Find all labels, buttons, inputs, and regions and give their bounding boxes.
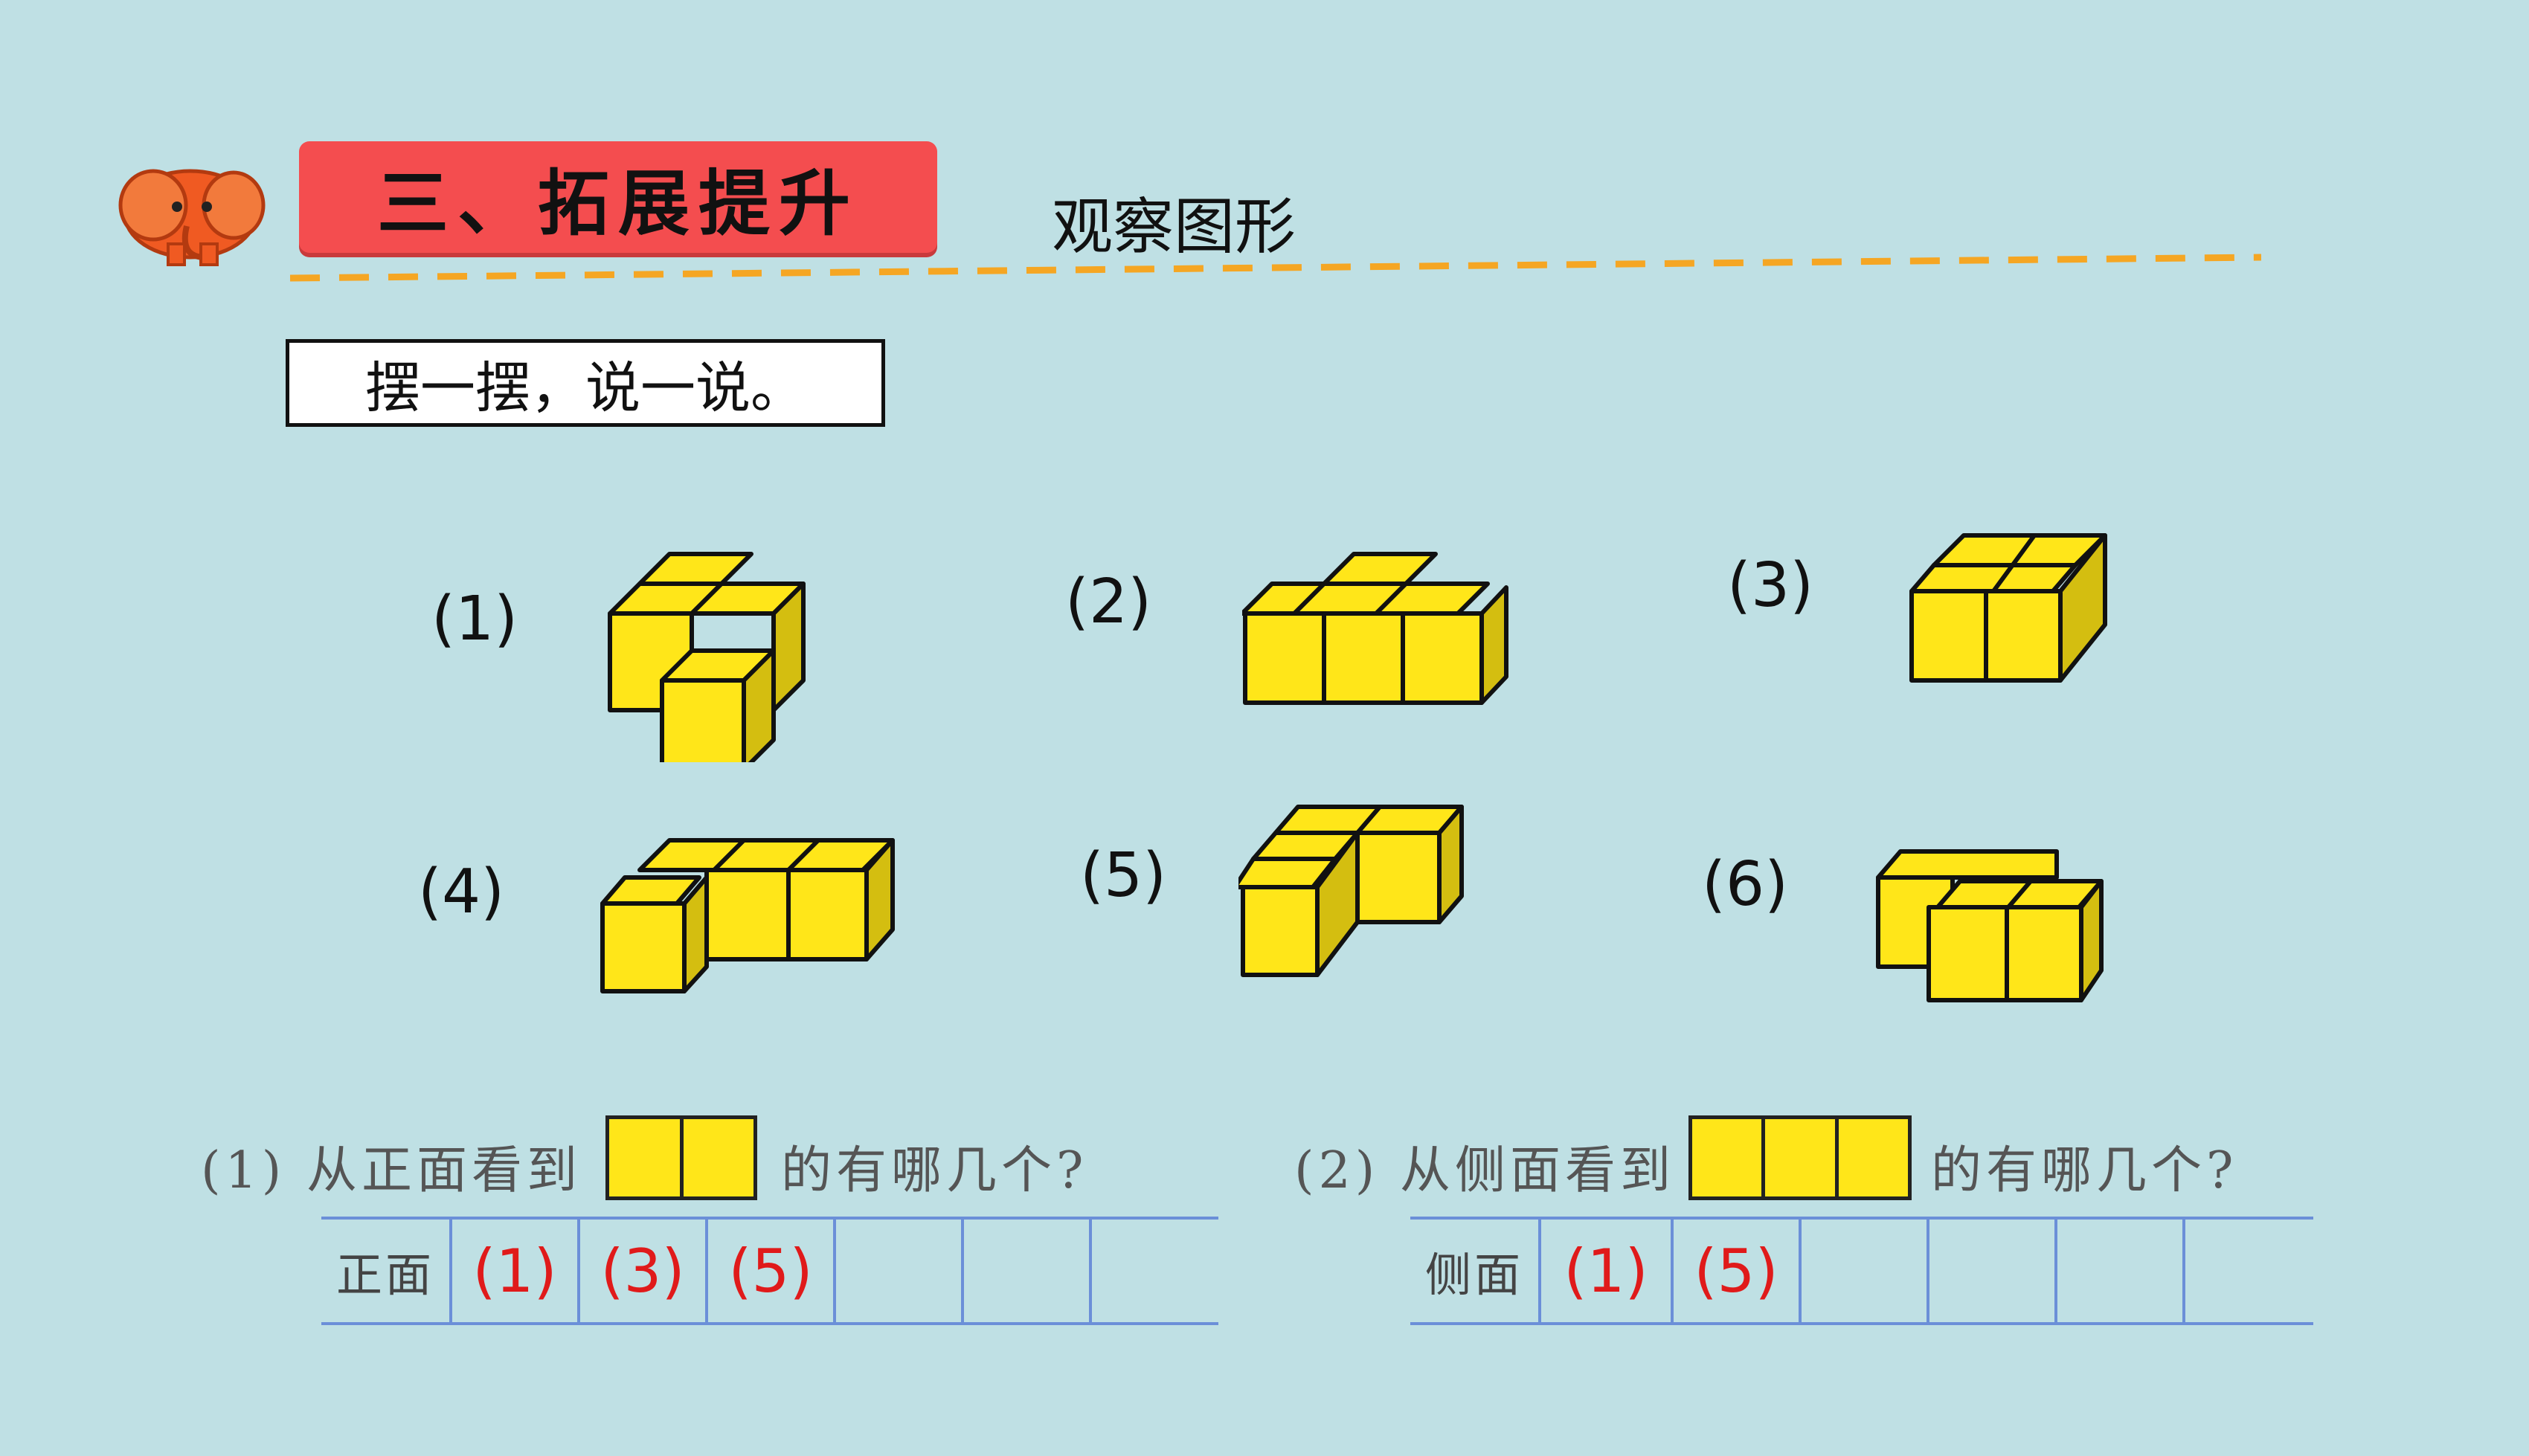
cube-figure-4 bbox=[600, 838, 895, 993]
answer-cell[interactable] bbox=[836, 1220, 964, 1322]
answer-table-1: 正面 (1) (3) (5) bbox=[321, 1217, 1218, 1325]
answer-table-2-header: 侧面 bbox=[1410, 1220, 1541, 1322]
dashed-divider bbox=[290, 254, 2261, 282]
answer-cell[interactable] bbox=[1092, 1220, 1218, 1322]
instruction-box: 摆一摆，说一说。 bbox=[286, 339, 885, 427]
question-1-prefix: (1) 从正面看到 bbox=[201, 1141, 582, 1200]
answer-table-1-header: 正面 bbox=[321, 1220, 452, 1322]
shape-cell bbox=[1765, 1119, 1839, 1196]
answer-cell[interactable]: (1) bbox=[1541, 1220, 1674, 1322]
figure-label-4: (4) bbox=[418, 857, 505, 927]
cube-figure-1 bbox=[608, 552, 806, 762]
answer-cell[interactable] bbox=[2057, 1220, 2185, 1322]
section-title-banner: 三、拓展提升 bbox=[299, 141, 937, 253]
elephant-logo-icon bbox=[118, 169, 266, 266]
figure-label-5: (5) bbox=[1080, 840, 1167, 911]
shape-cell bbox=[609, 1119, 684, 1196]
answer-cell[interactable] bbox=[1802, 1220, 1929, 1322]
shape-cell bbox=[1839, 1119, 1908, 1196]
question-2-prefix: (2) 从侧面看到 bbox=[1294, 1141, 1675, 1200]
figure-label-1: (1) bbox=[431, 584, 518, 654]
figure-label-2: (2) bbox=[1065, 567, 1152, 637]
question-1-suffix: 的有哪几个? bbox=[781, 1141, 1088, 1200]
shape-cell bbox=[1692, 1119, 1766, 1196]
figure-label-6: (6) bbox=[1702, 849, 1789, 920]
answer-cell[interactable] bbox=[1929, 1220, 2057, 1322]
shape-cell bbox=[684, 1119, 754, 1196]
section-subtitle: 观察图形 bbox=[1052, 192, 1296, 262]
answer-cell[interactable]: (5) bbox=[1674, 1220, 1802, 1322]
answer-cell[interactable] bbox=[964, 1220, 1092, 1322]
answer-cell[interactable]: (1) bbox=[452, 1220, 580, 1322]
answer-cell[interactable]: (5) bbox=[708, 1220, 836, 1322]
cube-figure-3 bbox=[1909, 533, 2107, 683]
answer-cell[interactable]: (3) bbox=[580, 1220, 708, 1322]
question-1-front-shape bbox=[605, 1115, 757, 1200]
question-2-suffix: 的有哪几个? bbox=[1931, 1141, 2238, 1200]
cube-figure-5 bbox=[1238, 805, 1464, 977]
answer-table-2: 侧面 (1) (5) bbox=[1410, 1217, 2313, 1325]
answer-cell[interactable] bbox=[2185, 1220, 2313, 1322]
cube-figure-2 bbox=[1242, 552, 1508, 705]
figure-label-3: (3) bbox=[1727, 550, 1814, 621]
question-2-side-shape bbox=[1688, 1115, 1912, 1200]
cube-figure-6 bbox=[1876, 849, 2104, 1002]
